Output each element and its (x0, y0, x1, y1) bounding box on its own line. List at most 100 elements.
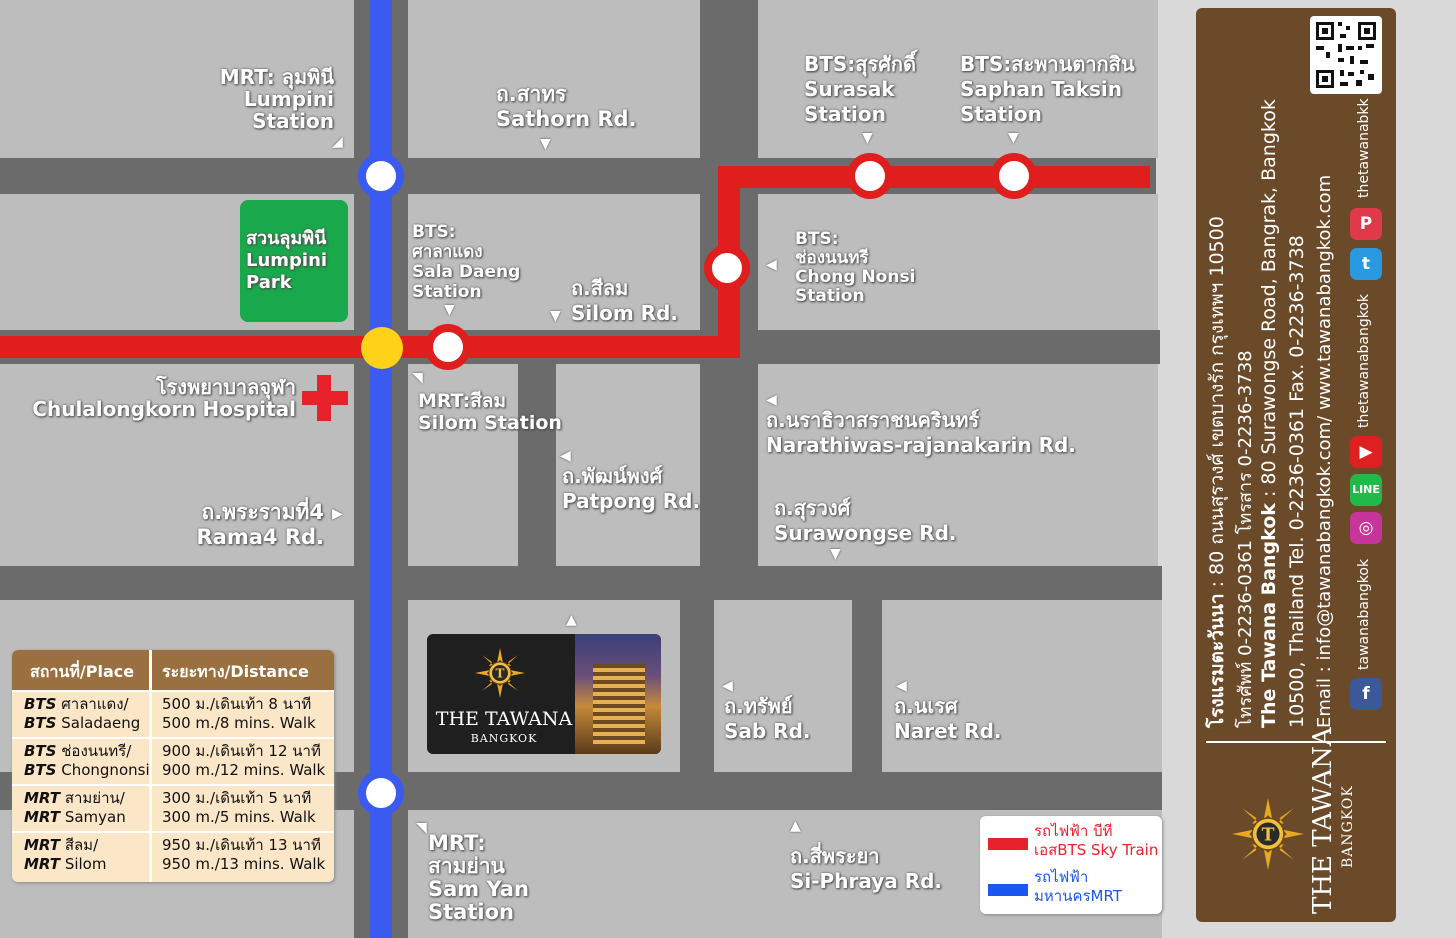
arrow-down-icon: ▼ (830, 546, 841, 562)
arrow-icon: ◢ (332, 134, 343, 150)
table-header: สถานที่/Place ระยะทาง/Distance (12, 650, 334, 690)
label-sab: ถ.ทรัพย์ Sab Rd. (724, 694, 811, 743)
road-surawongse (0, 566, 1162, 600)
label-mrt-silom: MRT:สีลม Silom Station (418, 390, 562, 434)
youtube-icon[interactable]: ▶ (1350, 436, 1382, 468)
station-mrt-lumpini[interactable] (358, 153, 404, 199)
block (758, 194, 1158, 330)
legend: รถไฟฟ้า บีทีเอสBTS Sky Train รถไฟฟ้ามหาน… (980, 816, 1162, 914)
hotel-photo (575, 634, 661, 754)
block (0, 0, 354, 158)
park-label: สวนลุมพินี Lumpini Park (246, 228, 328, 293)
instagram-icon[interactable]: ◎ (1350, 512, 1382, 544)
mrt-line (370, 0, 392, 938)
arrow-left-icon: ◀ (766, 257, 777, 273)
label-narathiwas: ถ.นราธิวาสราชนครินทร์ Narathiwas-rajanak… (766, 408, 1076, 457)
hotel-name: THE TAWANA (435, 708, 573, 730)
bts-line-sathorn (718, 166, 1150, 188)
arrow-down-icon: ▼ (550, 308, 561, 324)
line-icon[interactable]: LINE (1350, 474, 1382, 506)
table-row: MRT สีลม/MRT Silom 950 ม./เดินเท้า 13 นา… (12, 831, 334, 879)
label-bts-surasak: BTS:สุรศักดิ์ Surasak Station (804, 52, 917, 126)
label-mrt-lumpini: MRT: ลุมพินี Lumpini Station (219, 65, 334, 133)
station-bts-chong-nonsi[interactable] (704, 245, 750, 291)
block (758, 0, 1158, 158)
arrow-down-icon: ▼ (1008, 130, 1019, 146)
station-mrt-sam-yan[interactable] (358, 770, 404, 816)
phone-en-line: 10500, Thailand Tel. 0-2236-0361 Fax. 0-… (1286, 235, 1308, 728)
arrow-up-icon: ▲ (566, 612, 577, 628)
legend-bts-label: รถไฟฟ้า บีทีเอสBTS Sky Train (1034, 822, 1159, 859)
pinterest-icon[interactable]: P (1350, 208, 1382, 240)
lumpini-park: สวนลุมพินี Lumpini Park (240, 200, 348, 322)
email-web-line[interactable]: Email : info@tawanabangkok.com/ www.tawa… (1314, 174, 1335, 728)
road-surawongse-lane (680, 600, 714, 772)
arrow-right-icon: ▶ (332, 506, 343, 522)
station-bts-sala-daeng[interactable] (425, 324, 471, 370)
brand-name: THE TAWANA (1308, 727, 1338, 914)
facebook-icon[interactable]: f (1350, 678, 1382, 710)
qr-code-icon[interactable] (1310, 16, 1382, 94)
table-divider (149, 650, 152, 882)
arrow-left-icon: ◀ (722, 678, 733, 694)
brand-sub: BANGKOK (1340, 785, 1356, 868)
arrow-left-icon: ◀ (766, 392, 777, 408)
social-handle-line: thetawanabangkok (1356, 293, 1372, 428)
svg-text:T: T (1262, 825, 1275, 845)
table-row: MRT สามย่าน/MRT Samyan 300 ม./เดินเท้า 5… (12, 784, 334, 832)
label-si-phraya: ถ.สี่พระยา Si-Phraya Rd. (790, 844, 943, 893)
label-bts-chong-nonsi: BTS: ช่องนนทรี Chong Nonsi Station (795, 229, 916, 306)
social-handle-facebook: tawanabangkok (1356, 558, 1372, 670)
svg-text:T: T (496, 667, 505, 681)
block (408, 194, 700, 330)
label-silom: ถ.สีลม Silom Rd. (571, 276, 678, 325)
block (714, 600, 852, 772)
block (556, 364, 700, 566)
social-handle-twitter: thetawanabkk (1356, 98, 1372, 198)
arrow-left-icon: ◀ (896, 678, 907, 694)
twitter-icon[interactable]: t (1350, 248, 1382, 280)
sun-logo-icon: T (1232, 798, 1304, 870)
station-interchange-silom[interactable] (361, 327, 403, 369)
hospital-label: โรงพยาบาลจุฬา Chulalongkorn Hospital (32, 375, 296, 421)
legend-bts-swatch (988, 838, 1028, 850)
arrow-down-icon: ▼ (540, 136, 551, 152)
arrow-up-icon: ▲ (790, 818, 801, 834)
phone-th-line: โทรศัพท์ 0-2236-0361 โทรสาร 0-2236-3738 (1235, 350, 1256, 728)
station-bts-surasak[interactable] (847, 153, 893, 199)
table-row: BTS ช่องนนทรี/BTS Chongnonsi 900 ม./เดิน… (12, 737, 334, 785)
label-rama4: ถ.พระรามที่4 Rama4 Rd. (196, 500, 325, 549)
label-patpong: ถ.พัฒน์พงศ์ Patpong Rd. (562, 464, 701, 513)
road-patpong (518, 364, 556, 566)
arrow-icon: ◥ (416, 820, 427, 836)
distance-table: สถานที่/Place ระยะทาง/Distance BTS ศาลาแ… (12, 650, 334, 882)
label-surawongse: ถ.สุรวงศ์ Surawongse Rd. (774, 496, 957, 545)
block (882, 600, 1162, 772)
header-place: สถานที่/Place (30, 662, 135, 681)
address-th-line: โรงแรมตะวันนา : 80 ถนนสุรวงศ์ เขตบางรัก … (1206, 216, 1228, 728)
label-mrt-sam-yan: MRT: สามย่าน Sam Yan Station (428, 831, 529, 924)
sun-logo-icon: T (475, 648, 525, 698)
label-sathorn: ถ.สาทร Sathorn Rd. (496, 82, 637, 131)
legend-mrt-label: รถไฟฟ้ามหานครMRT (1034, 868, 1122, 905)
arrow-icon: ◥ (412, 370, 423, 386)
block (758, 364, 1158, 566)
hotel-card[interactable]: T THE TAWANA BANGKOK (427, 634, 661, 754)
hotel-sub: BANGKOK (470, 732, 538, 745)
block (0, 364, 354, 566)
arrow-down-icon: ▼ (862, 130, 873, 146)
label-bts-sala-daeng: BTS: ศาลาแดง Sala Daeng Station (412, 222, 521, 302)
panel-divider (1206, 741, 1386, 743)
station-bts-saphan-taksin[interactable] (991, 153, 1037, 199)
block (408, 0, 700, 158)
arrow-down-icon: ▼ (444, 302, 455, 318)
hospital-cross-icon-bar (302, 391, 348, 405)
arrow-left-icon: ◀ (560, 448, 571, 464)
road-sab (852, 600, 882, 772)
label-naret: ถ.นเรศ Naret Rd. (894, 694, 1002, 743)
info-panel: โรงแรมตะวันนา : 80 ถนนสุรวงศ์ เขตบางรัก … (1196, 8, 1396, 922)
address-en-line: The Tawana Bangkok : 80 Surawongse Road,… (1258, 99, 1280, 728)
block (408, 364, 518, 566)
label-bts-saphan-taksin: BTS:สะพานตากสิน Saphan Taksin Station (960, 52, 1135, 126)
